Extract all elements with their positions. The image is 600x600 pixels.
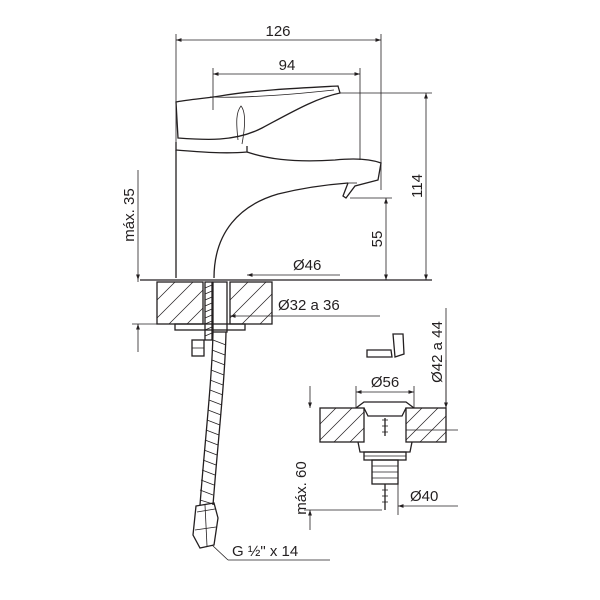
dim-spout-reach: 94 — [279, 57, 296, 74]
dim-spout-height: 55 — [369, 231, 386, 248]
body-cap — [175, 142, 248, 154]
dim-drain-max-depth: máx. 60 — [293, 461, 310, 514]
dim-hole-diameter: Ø32 a 36 — [278, 297, 340, 314]
dim-drain-hole: Ø42 a 44 — [429, 321, 446, 383]
flexible-hose — [192, 331, 227, 549]
faucet-drawing: 126 94 114 55 máx. 35 Ø46 Ø32 a 36 G ½" … — [121, 23, 432, 561]
dim-connection-thread: G ½" x 14 — [232, 543, 298, 560]
basin-section — [319, 401, 447, 443]
dim-drain-body: Ø40 — [410, 488, 438, 505]
dim-total-height: 114 — [409, 174, 426, 198]
lever-handle — [175, 85, 341, 145]
drain-drawing: Ø56 — [293, 308, 458, 530]
faucet-body — [175, 150, 382, 279]
drain-body — [357, 441, 413, 510]
popup-knob — [366, 349, 393, 358]
dim-total-width: 126 — [265, 23, 290, 40]
dim-max-deck-thickness: máx. 35 — [121, 188, 138, 241]
dim-body-diameter: Ø46 — [293, 257, 321, 274]
countertop-section — [156, 281, 273, 357]
dim-drain-flange: Ø56 — [371, 374, 399, 391]
